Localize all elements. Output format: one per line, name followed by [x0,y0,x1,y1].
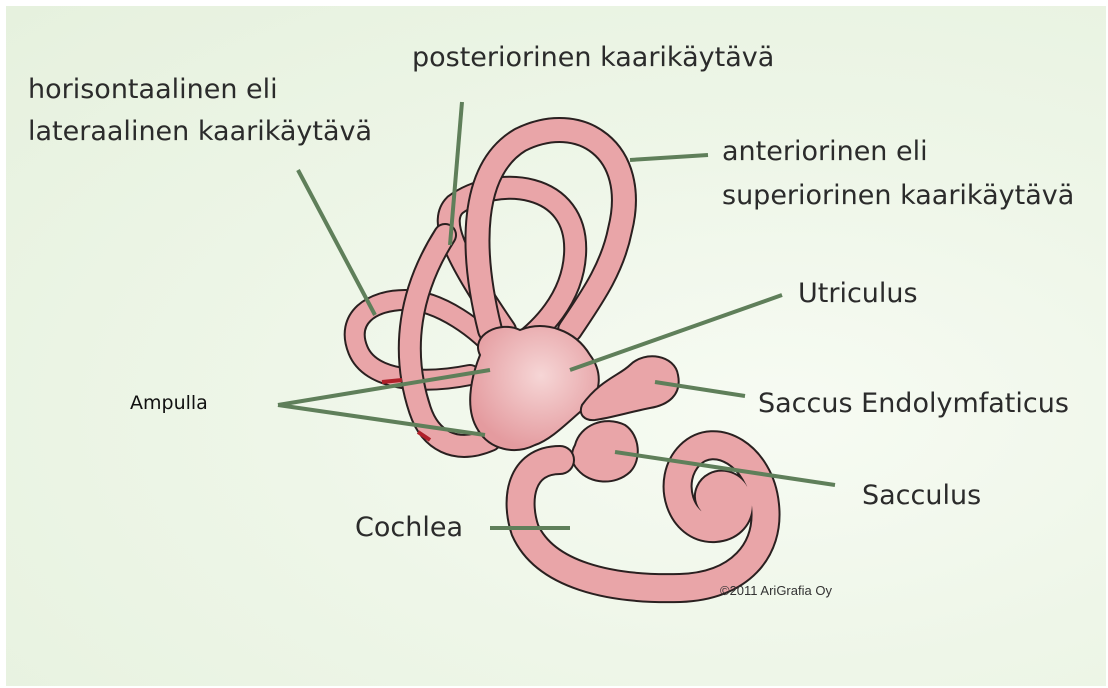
leader-ampulla-2 [278,405,485,435]
label-posterior-canal: posteriorinen kaarikäytävä [412,38,774,77]
label-horizontal-canal-line1: horisontaalinen eli [28,70,278,109]
label-horizontal-canal-line2: lateraalinen kaarikäytävä [28,112,372,151]
label-saccus-endolymfaticus: Saccus Endolymfaticus [758,384,1069,423]
label-anterior-canal-line1: anteriorinen eli [722,132,928,171]
label-utriculus: Utriculus [798,274,918,313]
copyright-notice: ©2011 AriGrafia Oy [720,583,832,598]
utriculus-body [470,326,599,450]
sacculus-shape [572,421,638,481]
cochlea-spiral [521,445,766,588]
leader-anterior [630,155,708,160]
label-cochlea: Cochlea [355,508,463,547]
leader-utriculus [570,295,782,370]
label-anterior-canal-line2: superiorinen kaarikäytävä [722,176,1074,215]
ampulla-mark-upper [382,380,402,382]
leader-horizontal [298,170,375,315]
label-ampulla: Ampulla [130,392,208,414]
label-sacculus: Sacculus [862,476,981,515]
